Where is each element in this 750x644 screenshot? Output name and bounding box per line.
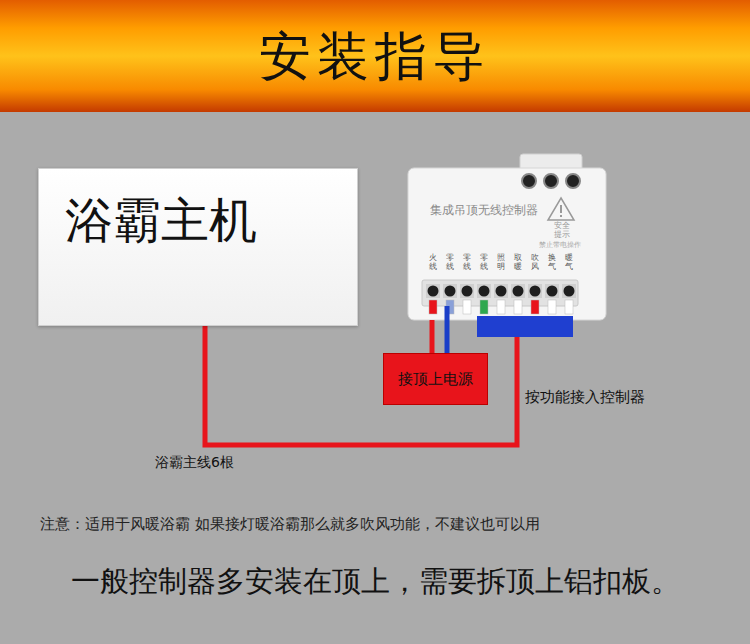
warning-mark bbox=[560, 205, 562, 213]
screw bbox=[496, 286, 507, 297]
screw bbox=[479, 286, 490, 297]
screw-seat bbox=[528, 284, 542, 298]
power-box: 接顶上电源 bbox=[383, 353, 488, 405]
terminal-label: 零线 bbox=[480, 254, 488, 272]
screw bbox=[445, 286, 456, 297]
screw bbox=[547, 286, 558, 297]
terminal-label: 换气 bbox=[548, 254, 556, 272]
warning-mark bbox=[560, 215, 562, 217]
screw-seat bbox=[511, 284, 525, 298]
terminal-label: 零线 bbox=[463, 254, 471, 272]
power-label: 接顶上电源 bbox=[398, 370, 473, 389]
bottom-note: 一般控制器多安装在顶上，需要拆顶上铝扣板。 bbox=[0, 562, 750, 602]
top-terminal bbox=[522, 174, 536, 188]
terminal-label: 照明 bbox=[497, 254, 505, 272]
warning-triangle bbox=[548, 198, 574, 220]
wire-marker bbox=[497, 300, 505, 314]
screw-seat bbox=[562, 284, 576, 298]
screw bbox=[428, 286, 439, 297]
controller-body bbox=[408, 168, 606, 320]
function-wire-bar bbox=[477, 316, 573, 337]
main-unit-box: 浴霸主机 bbox=[38, 168, 358, 326]
terminal-label: 零线 bbox=[446, 254, 454, 272]
note-text: 注意：适用于风暖浴霸 如果接灯暖浴霸那么就多吹风功能，不建议也可以用 bbox=[40, 515, 540, 534]
edge-label: 浴霸主线6根 bbox=[155, 454, 234, 472]
safety-note: 安全提示 bbox=[554, 222, 572, 240]
terminal-label: 火线 bbox=[429, 254, 437, 272]
top-terminal bbox=[544, 174, 558, 188]
wire-marker bbox=[548, 300, 556, 314]
screw bbox=[513, 286, 524, 297]
screw-seat bbox=[545, 284, 559, 298]
neutral-wire bbox=[445, 306, 450, 353]
terminal-label: 暖气 bbox=[565, 254, 573, 272]
screw-seat bbox=[426, 284, 440, 298]
screw-seat bbox=[477, 284, 491, 298]
unit-name: 浴霸主机 bbox=[65, 189, 257, 253]
function-note: 按功能接入控制器 bbox=[525, 388, 645, 407]
page-title: 安装指导 bbox=[0, 0, 750, 112]
screw-seat bbox=[460, 284, 474, 298]
wire-marker bbox=[514, 300, 522, 314]
wire-marker bbox=[565, 300, 573, 314]
screw bbox=[564, 286, 575, 297]
top-terminal bbox=[566, 174, 580, 188]
screw-seat bbox=[443, 284, 457, 298]
wire-marker bbox=[531, 300, 539, 314]
terminal-label: 取暖 bbox=[514, 254, 522, 272]
controller-name: 集成吊顶无线控制器 bbox=[430, 202, 538, 219]
wire-marker bbox=[429, 300, 437, 314]
wire-connector bbox=[205, 320, 517, 445]
screw bbox=[530, 286, 541, 297]
terminal-label: 吹风 bbox=[531, 254, 539, 272]
warning-text: 禁止带电操作 bbox=[539, 240, 581, 250]
screw-seat bbox=[494, 284, 508, 298]
screw bbox=[462, 286, 473, 297]
wire-connector bbox=[430, 320, 435, 353]
wire-marker bbox=[463, 300, 471, 314]
wire-marker bbox=[480, 300, 488, 314]
